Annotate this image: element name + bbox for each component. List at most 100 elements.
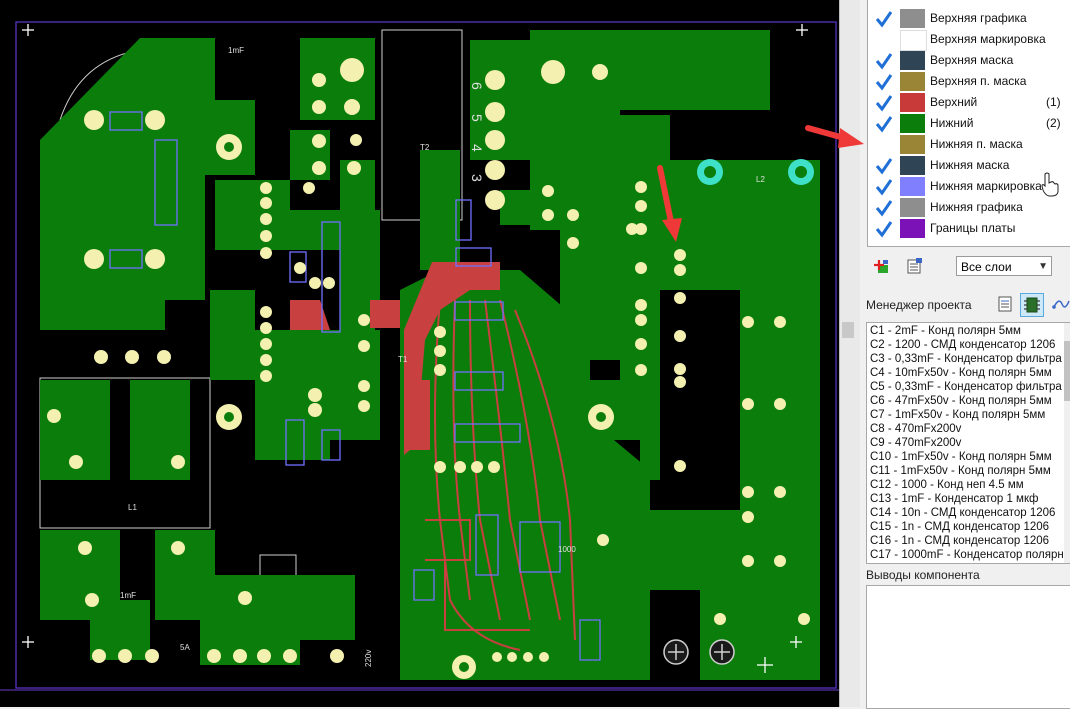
component-list-item[interactable]: C16 - 1n - СМД конденсатор 1206	[870, 535, 1050, 547]
layer-name: Нижняя п. маска	[930, 137, 1023, 151]
annotation-arrow-pcb	[657, 165, 682, 242]
silk-label-1mf-b: 1mF	[120, 591, 136, 600]
layer-row[interactable]: Верхняя графика	[868, 8, 1070, 29]
layer-row[interactable]: Верхний (1)	[868, 92, 1070, 113]
silk-label-220v: 220v	[364, 650, 373, 667]
layer-name: Верхняя графика	[930, 11, 1027, 25]
layer-row[interactable]: Верхняя маркировка	[868, 29, 1070, 51]
component-list-item[interactable]: C1 - 2mF - Конд полярн 5мм	[870, 325, 1021, 337]
layer-row[interactable]: Нижняя графика	[868, 197, 1070, 218]
component-list-item[interactable]: C10 - 1mFx50v - Конд полярн 5мм	[870, 451, 1052, 463]
layer-properties-icon[interactable]	[906, 257, 924, 275]
add-layer-icon[interactable]	[872, 257, 890, 275]
layer-visibility-checkbox[interactable]	[874, 51, 894, 71]
components-view-button[interactable]	[1020, 293, 1044, 317]
layer-name: Нижняя маска	[930, 158, 1010, 172]
layer-row[interactable]: Нижняя маска	[868, 155, 1070, 176]
component-list-item[interactable]: C12 - 1000 - Конд неп 4.5 мм	[870, 479, 1024, 491]
pcb-drawing[interactable]: 1mF 6 5 4 3 T2 T1 L1 L2 5A 220v 1mF 1000	[0, 0, 839, 707]
layer-visibility-checkbox[interactable]	[874, 177, 894, 197]
project-manager-header: Менеджер проекта	[860, 290, 1070, 318]
component-list-item[interactable]: C3 - 0,33mF - Конденсатор фильтра	[870, 353, 1062, 365]
component-pins-box[interactable]	[866, 585, 1070, 709]
layer-visibility-checkbox[interactable]	[874, 9, 894, 29]
silk-label-3: 3	[469, 174, 485, 182]
layer-visibility-checkbox[interactable]	[874, 219, 894, 239]
connections-icon[interactable]	[1052, 295, 1070, 313]
layer-row[interactable]: Нижняя п. маска	[868, 134, 1070, 155]
splitter-grip[interactable]	[842, 322, 854, 338]
layer-color-swatch[interactable]	[900, 114, 925, 133]
component-list-item[interactable]: C4 - 10mFx50v - Конд полярн 5мм	[870, 367, 1052, 379]
silk-label-l1: L1	[128, 503, 137, 512]
component-list-item[interactable]: C9 - 470mFx200v	[870, 437, 962, 449]
component-list-item[interactable]: C2 - 1200 - СМД конденсатор 1206	[870, 339, 1056, 351]
layer-color-swatch[interactable]	[900, 51, 925, 70]
layer-visibility-checkbox[interactable]	[874, 156, 894, 176]
layer-name: Верхняя маркировка	[930, 32, 1046, 46]
component-list-scrollbar[interactable]	[1064, 323, 1070, 563]
component-list-item[interactable]: C5 - 0,33mF - Конденсатор фильтра	[870, 381, 1062, 393]
layer-color-swatch[interactable]	[900, 156, 925, 175]
project-manager-title: Менеджер проекта	[866, 298, 972, 312]
layer-visibility-checkbox[interactable]	[874, 198, 894, 218]
chip-icon	[1024, 297, 1040, 313]
component-list-item[interactable]: C17 - 1000mF - Конденсатор полярн	[870, 549, 1064, 561]
component-list[interactable]: C1 - 2mF - Конд полярн 5мм C2 - 1200 - СМ…	[866, 322, 1070, 564]
component-list-item[interactable]: C13 - 1mF - Конденсатор 1 мкф	[870, 493, 1039, 505]
component-pins-title: Выводы компонента	[866, 568, 980, 582]
layers-toolbar: Все слои ▼	[860, 252, 1070, 280]
silk-label-l2: L2	[756, 175, 765, 184]
component-list-item[interactable]: C11 - 1mFx50v - Конд полярн 5мм	[870, 465, 1051, 477]
pcb-canvas[interactable]: 1mF 6 5 4 3 T2 T1 L1 L2 5A 220v 1mF 1000	[0, 0, 839, 707]
layer-visibility-checkbox[interactable]	[874, 30, 894, 50]
layer-color-swatch[interactable]	[900, 219, 925, 238]
layer-row[interactable]: Нижняя маркировка	[868, 176, 1070, 197]
silk-label-5: 5	[469, 114, 485, 122]
layer-visibility-checkbox[interactable]	[874, 135, 894, 155]
layer-row[interactable]: Верхняя маска	[868, 50, 1070, 71]
layer-visibility-checkbox[interactable]	[874, 72, 894, 92]
layer-visibility-checkbox[interactable]	[874, 93, 894, 113]
layer-visibility-select[interactable]: Все слои ▼	[956, 256, 1052, 276]
layer-color-swatch[interactable]	[900, 177, 925, 196]
silk-label-4: 4	[469, 144, 485, 152]
scrollbar-thumb[interactable]	[1064, 341, 1070, 401]
layer-row[interactable]: Границы платы	[868, 218, 1070, 239]
silk-label-t2: T2	[420, 143, 430, 152]
silk-label-t1: T1	[398, 355, 408, 364]
layer-row[interactable]: Нижний(2)	[868, 113, 1070, 134]
silk-label-1mf: 1mF	[228, 46, 244, 55]
layer-name: Верхняя п. маска	[930, 74, 1027, 88]
component-list-item[interactable]: C15 - 1n - СМД конденсатор 1206	[870, 521, 1050, 533]
hand-cursor-icon	[1041, 172, 1059, 197]
layer-name: Нижняя графика	[930, 200, 1023, 214]
component-list-item[interactable]: C8 - 470mFx200v	[870, 423, 962, 435]
component-list-icon[interactable]	[996, 295, 1014, 313]
layer-visibility-value: Все слои	[961, 260, 1012, 274]
annotation-arrow-panel	[805, 125, 864, 148]
layer-name: Верхний	[930, 95, 978, 109]
layer-color-swatch[interactable]	[900, 198, 925, 217]
layer-color-swatch[interactable]	[900, 30, 927, 51]
panel-splitter[interactable]	[839, 0, 861, 707]
component-list-item[interactable]: C7 - 1mFx50v - Конд полярн 5мм	[870, 409, 1046, 421]
layer-number: (1)	[1046, 95, 1061, 109]
layer-color-swatch[interactable]	[900, 9, 925, 28]
component-list-item[interactable]: C6 - 47mFx50v - Конд полярн 5мм	[870, 395, 1052, 407]
layer-color-swatch[interactable]	[900, 72, 925, 91]
silk-label-1000: 1000	[558, 545, 576, 554]
layer-visibility-checkbox[interactable]	[874, 114, 894, 134]
chevron-down-icon: ▼	[1038, 261, 1048, 272]
layer-color-swatch[interactable]	[900, 135, 925, 154]
layer-name: Нижняя маркировка	[930, 179, 1042, 193]
layer-row[interactable]: Верхняя п. маска	[868, 71, 1070, 92]
component-list-item[interactable]: C14 - 10n - СМД конденсатор 1206	[870, 507, 1056, 519]
layer-number: (2)	[1046, 116, 1061, 130]
layer-color-swatch[interactable]	[900, 93, 925, 112]
layer-name: Верхняя маска	[930, 53, 1014, 67]
silk-label-6: 6	[469, 82, 485, 90]
silk-label-5a: 5A	[180, 643, 190, 652]
